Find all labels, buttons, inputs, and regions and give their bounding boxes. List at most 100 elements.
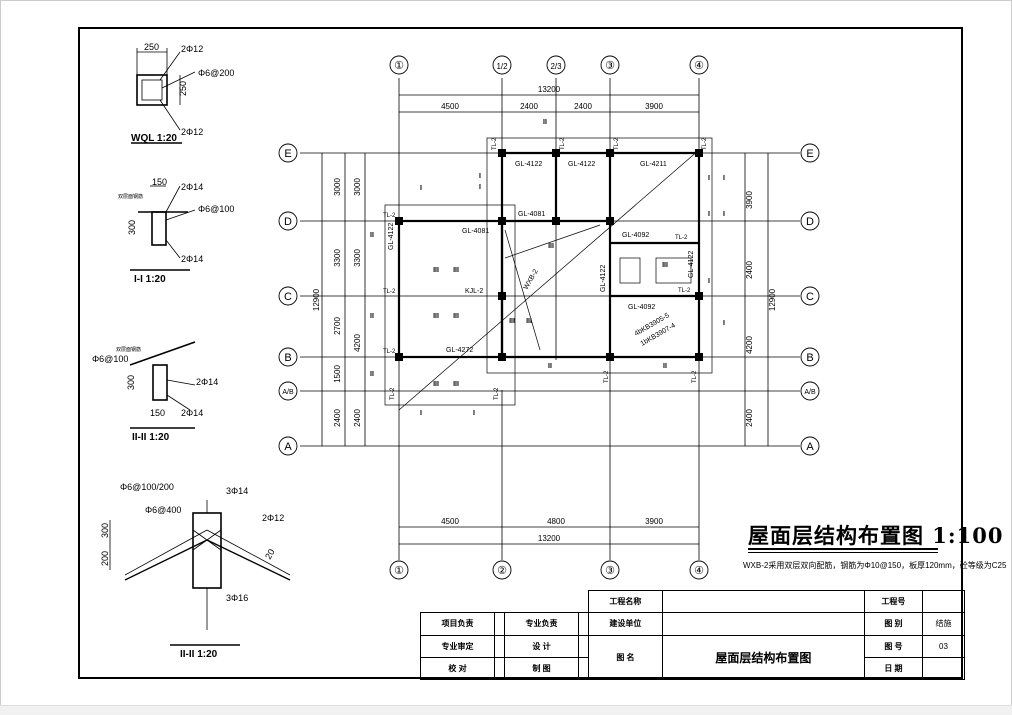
section-mark: III <box>433 313 439 320</box>
tb-row3-b: 制 图 <box>503 656 579 681</box>
tb-drawing-no-label: 图 号 <box>863 634 923 658</box>
wql-title: WQL 1:20 <box>131 133 177 144</box>
wql-stirrup: Φ6@200 <box>198 68 234 78</box>
tb-row1-b: 专业负责 <box>503 612 579 636</box>
dim-left-inner-4: 2400 <box>353 409 362 427</box>
dim-left-outer-3: 2700 <box>333 317 342 335</box>
axis-top-2-3: 2/3 <box>550 62 562 71</box>
dim-right-2: 2400 <box>745 261 754 279</box>
dim-bottom-1: 4500 <box>441 517 459 526</box>
tl-label: TL-2 <box>675 235 688 241</box>
axis-left-d: D <box>284 216 292 228</box>
axis-bottom-4: ④ <box>694 565 704 577</box>
section-mark: II <box>663 363 667 370</box>
section-mark: I <box>479 184 481 191</box>
title-block: 工程名称 工程号 项目负责 专业负责 建设单位 图 别 结施 专业审定 设 计 … <box>420 589 966 681</box>
sec2-title: II-II 1:20 <box>132 432 170 443</box>
section-mark: I <box>420 410 422 417</box>
axis-right-a: A <box>806 441 814 453</box>
tl-label: TL-2 <box>383 349 396 355</box>
tl-label: TL-2 <box>604 370 610 383</box>
beam-label: GL-4081 <box>462 228 489 235</box>
tl-label: TL-2 <box>492 137 498 150</box>
section-mark: I <box>723 175 725 182</box>
title-underline <box>748 548 938 550</box>
dim-left-inner-1: 3000 <box>353 178 362 196</box>
beam-label: WXB-2 <box>523 268 540 291</box>
tl-label: TL-2 <box>692 370 698 383</box>
dim-left-outer-2: 3300 <box>333 249 342 267</box>
axis-left-a: A <box>284 441 292 453</box>
axis-right-d: D <box>806 216 814 228</box>
sec1-bar-top: 2Φ14 <box>181 182 203 192</box>
section-mark: III <box>453 381 459 388</box>
sec1-label: 双层面钢筋 <box>118 193 143 200</box>
sec3-dim-b: 200 <box>100 551 110 566</box>
section-mark: II <box>543 119 547 126</box>
dim-left-inner-3: 4200 <box>353 334 362 352</box>
axis-right-b: B <box>806 352 813 364</box>
dim-left-outer-4: 1500 <box>333 365 342 383</box>
section-mark: I <box>723 211 725 218</box>
section-mark: III <box>433 267 439 274</box>
dim-left-inner-2: 3300 <box>353 249 362 267</box>
tb-row3-a: 校 对 <box>420 656 495 681</box>
dim-top-3: 2400 <box>574 102 592 111</box>
sec3-dim-a: 300 <box>100 523 110 538</box>
tb-row1-a: 项目负责 <box>420 612 495 636</box>
axis-left-c: C <box>284 291 292 303</box>
section-mark: III <box>526 318 532 325</box>
sec2-dim-w: 150 <box>150 408 165 418</box>
section-mark: III <box>433 381 439 388</box>
dim-top-1: 4500 <box>441 102 459 111</box>
axis-top-1: ① <box>394 60 404 72</box>
section-mark: I <box>723 320 725 327</box>
sec3-bar-mid: 2Φ12 <box>262 513 284 523</box>
sec1-title: I-I 1:20 <box>134 274 166 285</box>
dim-top-4: 3900 <box>645 102 663 111</box>
tb-drawing-name-label: 图 名 <box>587 634 663 680</box>
section-mark: II <box>370 313 374 320</box>
axis-top-3: ③ <box>605 60 615 72</box>
wql-bar-bot: 2Φ12 <box>181 127 203 137</box>
wql-dim-h: 250 <box>178 81 188 96</box>
axis-right-c: C <box>806 291 814 303</box>
tb-project-no-label: 工程号 <box>863 589 923 614</box>
slab-note: WXB-2采用双层双向配筋，钢筋为Φ10@150，板厚120mm，砼等级为C25 <box>743 561 1007 570</box>
sec3-stirrup-a: Φ6@100/200 <box>120 482 174 492</box>
dim-left-outer-1: 3000 <box>333 178 342 196</box>
dim-top-2: 2400 <box>520 102 538 111</box>
sec1-stirrup: Φ6@100 <box>198 204 234 214</box>
tl-label: TL-2 <box>383 213 396 219</box>
sec2-dim-h: 300 <box>126 375 136 390</box>
sec3-dim-c: 20 <box>263 547 277 561</box>
axis-top-1-2: 1/2 <box>496 62 508 71</box>
sec1-dim-w: 150 <box>152 177 167 187</box>
sec2-stirrup: Φ6@100 <box>92 354 128 364</box>
section-mark: III <box>453 267 459 274</box>
section-mark: I <box>420 185 422 192</box>
tl-label: TL-2 <box>494 387 500 400</box>
tl-label: TL-2 <box>614 137 620 150</box>
section-mark: I <box>708 211 710 218</box>
axis-right-e: E <box>806 148 813 160</box>
dim-right-total: 12900 <box>768 288 777 311</box>
axis-top-4: ④ <box>694 60 704 72</box>
tb-row2-b: 设 计 <box>503 634 579 658</box>
bottom-scroll-strip <box>0 705 1012 715</box>
beam-label: GL-4211 <box>640 161 667 168</box>
tl-label: TL-2 <box>383 289 396 295</box>
dim-bottom-total: 13200 <box>538 534 561 543</box>
dim-right-4: 2400 <box>745 409 754 427</box>
tl-label: TL-2 <box>702 137 708 150</box>
axis-bottom-1: ① <box>394 565 404 577</box>
section-mark: III <box>662 262 668 269</box>
sec1-dim-h: 300 <box>127 220 137 235</box>
sec2-label: 双层面钢筋 <box>116 346 141 353</box>
section-mark: III <box>453 313 459 320</box>
title-underline-2 <box>748 552 938 553</box>
dim-right-3: 4200 <box>745 336 754 354</box>
tb-project-name-label: 工程名称 <box>587 589 663 614</box>
